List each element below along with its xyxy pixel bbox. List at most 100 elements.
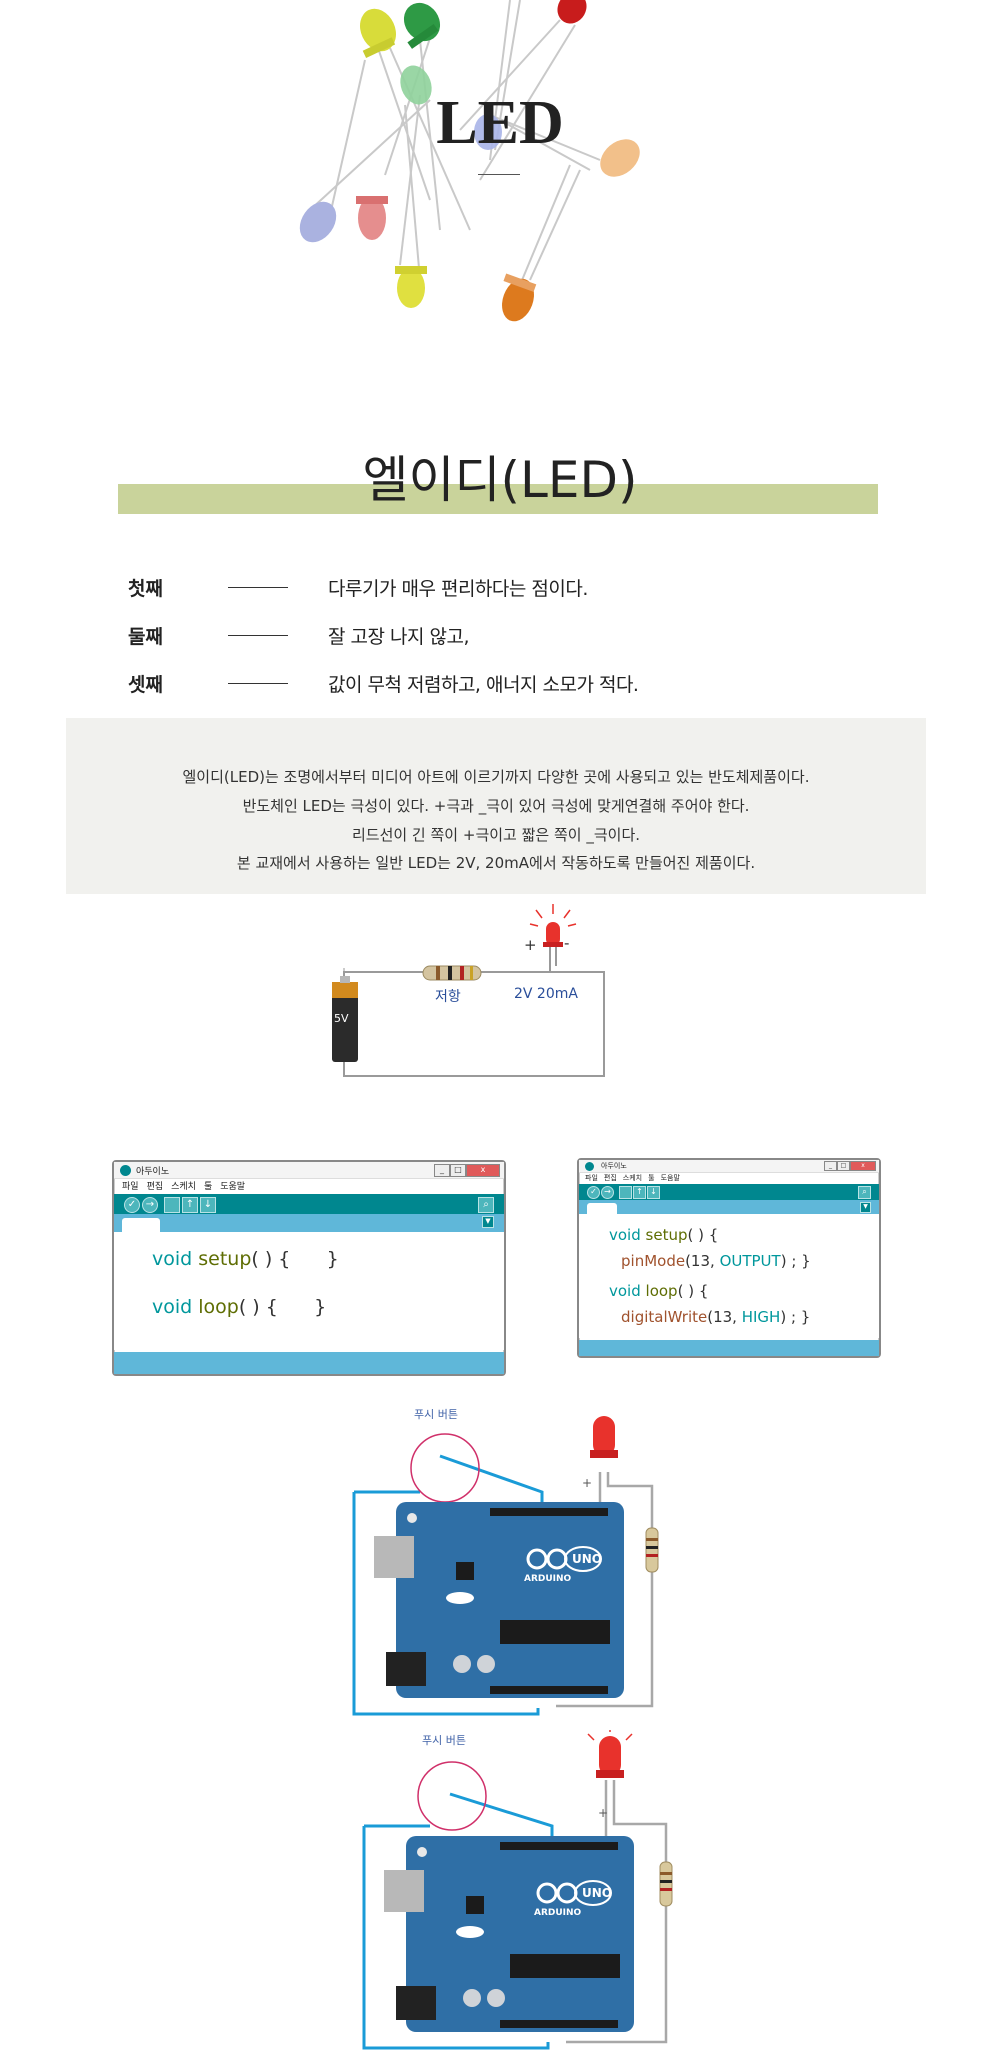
arduino-ide-window-2: 아두이노 _ □ x 파일 편집 스케치 툴 도움말 ✓ → ↑ ↓ ⌕ ▼ void … [577,1158,881,1358]
resistor-label: 저항 [435,989,461,1005]
led-icon [599,1736,621,1776]
ide-console [114,1352,504,1374]
battery-label: 5V [334,1012,349,1025]
push-button-label: 푸시 버튼 [414,1408,458,1421]
save-icon[interactable]: ↓ [200,1197,216,1213]
ide-title: 아두이노 [601,1162,627,1170]
plus-label: + [524,936,537,954]
plus-label: + [598,1806,609,1820]
ide-menubar: 파일 편집 스케치 툴 도움말 [114,1179,504,1193]
serial-monitor-icon[interactable]: ⌕ [858,1186,871,1199]
info-box: 엘이디(LED)는 조명에서부터 미디어 아트에 이르기까지 다양한 곳에 사용… [66,718,926,894]
arduino-board [396,1502,624,1698]
point-dash [228,635,288,636]
resistor-icon [659,1861,673,1907]
open-icon[interactable]: ↑ [633,1186,646,1199]
chevron-down-icon[interactable]: ▼ [482,1216,494,1228]
ide-titlebar: 아두이노 _ □ x [114,1162,504,1179]
arduino-wiring-diagram-2: 푸시 버튼 + UNO ARDUINO [360,1730,680,2050]
menu-edit[interactable]: 편집 [146,1182,164,1192]
push-button-label: 푸시 버튼 [422,1734,466,1747]
minimize-icon[interactable]: _ [434,1164,450,1177]
arduino-ide-window-1: 아두이노 _ □ x 파일 편집 스케치 툴 도움말 ✓ → ↑ ↓ ⌕ ▼ void … [112,1160,506,1376]
battery-icon [332,982,358,1062]
info-line: 본 교재에서 사용하는 일반 LED는 2V, 20mA에서 작동하도록 만들어… [236,854,756,872]
ide-code-area[interactable]: void setup( ) { } void loop( ) { } [114,1232,504,1350]
hero-banner: LED [0,0,1000,340]
resistor-icon [645,1527,659,1573]
point-dash [228,683,288,684]
arduino-wiring-diagram-1: 푸시 버튼 + UNO ARDUINO [350,1406,670,1716]
code-line-setup: void setup( ) { } [152,1248,339,1270]
chevron-down-icon[interactable]: ▼ [860,1202,871,1213]
maximize-icon[interactable]: □ [837,1161,850,1171]
point-row-1: 첫째 다루기가 매우 편리하다는 점이다. [128,568,888,608]
info-line: 반도체인 LED는 극성이 있다. +극과 _극이 있어 극성에 맞게연결해 주… [242,797,750,815]
code-line-digitalwrite: digitalWrite(13, HIGH) ; } [621,1308,811,1326]
hero-underline [478,174,520,175]
ide-tabbar: ▼ [579,1200,879,1214]
code-line-loop: void loop( ) { } [152,1296,327,1318]
menu-help[interactable]: 도움말 [660,1174,680,1182]
arduino-brand: ARDUINO [534,1908,582,1918]
menu-help[interactable]: 도움말 [220,1182,246,1192]
minimize-icon[interactable]: _ [824,1161,837,1171]
section-title-highlight [118,484,878,514]
led-cluster-illustration [299,0,640,322]
ide-title: 아두이노 [136,1167,170,1177]
upload-icon[interactable]: → [601,1186,614,1199]
maximize-icon[interactable]: □ [450,1164,466,1177]
point-label: 둘째 [128,626,163,648]
arduino-logo-icon [120,1165,131,1176]
push-button-highlight [417,1761,487,1831]
new-icon[interactable] [164,1197,180,1213]
point-text: 다루기가 매우 편리하다는 점이다. [328,578,588,600]
circuit-wires [332,904,605,1077]
open-icon[interactable]: ↑ [182,1197,198,1213]
ide-console [579,1340,879,1356]
close-icon[interactable]: x [466,1164,500,1177]
arduino-board [406,1836,634,2032]
arduino-logo-icon [585,1162,594,1171]
point-row-3: 셋째 값이 무척 저렴하고, 애너지 소모가 적다. [128,664,888,704]
arduino-brand: ARDUINO [524,1574,572,1584]
minus-label: - [564,934,570,952]
menu-edit[interactable]: 편집 [603,1174,617,1182]
info-line: 엘이디(LED)는 조명에서부터 미디어 아트에 이르기까지 다양한 곳에 사용… [182,768,810,786]
led-icon [593,1416,615,1456]
upload-icon[interactable]: → [142,1197,158,1213]
sketch-tab[interactable] [587,1203,617,1214]
ide-menubar: 파일 편집 스케치 툴 도움말 [579,1173,879,1184]
menu-tools[interactable]: 툴 [648,1174,655,1182]
hero-title: LED [436,89,564,157]
serial-monitor-icon[interactable]: ⌕ [478,1197,494,1213]
save-icon[interactable]: ↓ [647,1186,660,1199]
point-text: 값이 무척 저렴하고, 애너지 소모가 적다. [328,674,639,696]
info-line: 리드선이 긴 쪽이 +극이고 짧은 쪽이 _극이다. [351,826,641,844]
led-spec-label: 2V 20mA [514,986,578,1002]
ide-toolbar: ✓ → ↑ ↓ ⌕ [114,1194,504,1214]
uno-logo: UNO [582,1886,612,1900]
new-icon[interactable] [619,1186,632,1199]
led-icon [546,922,560,946]
section-title: 엘이디(LED) [362,451,638,509]
uno-logo: UNO [572,1552,602,1566]
menu-tools[interactable]: 툴 [203,1182,213,1192]
close-icon[interactable]: x [850,1161,876,1171]
menu-sketch[interactable]: 스케치 [171,1182,196,1192]
verify-icon[interactable]: ✓ [587,1186,600,1199]
code-line-setup: void setup( ) { [609,1226,719,1244]
code-line-pinmode: pinMode(13, OUTPUT) ; } [621,1252,811,1270]
ide-tabbar: ▼ [114,1214,504,1232]
point-label: 첫째 [128,578,163,600]
sketch-tab[interactable] [122,1218,160,1232]
point-dash [228,587,288,588]
ide-code-area[interactable]: void setup( ) { pinMode(13, OUTPUT) ; } … [579,1214,879,1338]
menu-file[interactable]: 파일 [122,1182,139,1192]
menu-file[interactable]: 파일 [585,1174,598,1182]
led-circuit-diagram: 5V 저항 2V 20mA + - [300,900,640,1100]
menu-sketch[interactable]: 스케치 [622,1174,643,1182]
verify-icon[interactable]: ✓ [124,1197,140,1213]
ide-toolbar: ✓ → ↑ ↓ ⌕ [579,1184,879,1200]
arduino-board-1-illustration [352,1416,659,1716]
